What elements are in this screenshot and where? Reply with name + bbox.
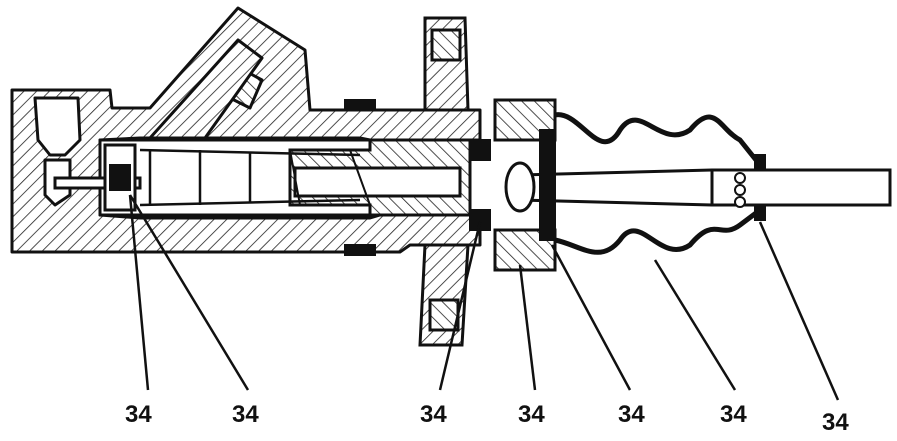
callout-label: 34 — [518, 401, 545, 428]
mounting-flange — [418, 16, 470, 347]
rubber-boot — [554, 112, 762, 255]
piston — [288, 138, 472, 217]
callout-label: 34 — [232, 401, 259, 428]
leader-lines — [128, 194, 840, 401]
callout-label: 34 — [618, 401, 645, 428]
callout-label: 34 — [720, 401, 747, 428]
return-spring — [139, 148, 361, 207]
callout-label: 34 — [822, 409, 849, 436]
callout-labels: 34 34 34 34 34 34 34 — [125, 401, 849, 436]
callout-label: 34 — [420, 401, 447, 428]
push-rod — [53, 161, 892, 213]
callout-label: 34 — [125, 401, 152, 428]
